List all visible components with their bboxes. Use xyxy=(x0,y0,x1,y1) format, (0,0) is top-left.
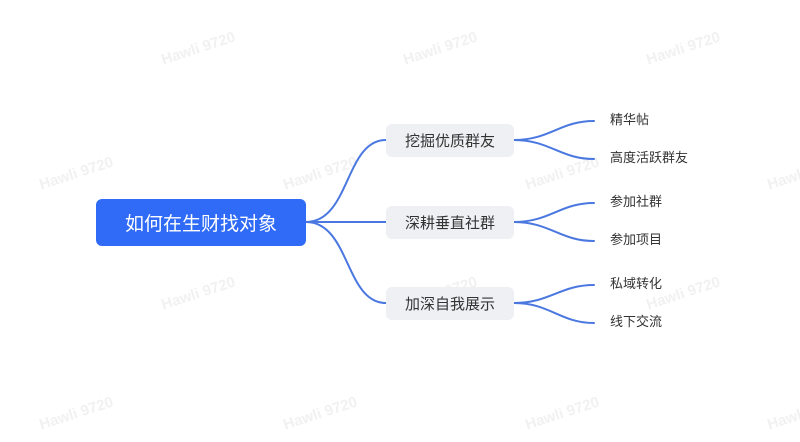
link-branch-2-leaf-2 xyxy=(513,221,595,242)
branch-topic-label: 挖掘优质群友 xyxy=(404,132,495,150)
branch-topic-1[interactable]: 挖掘优质群友 xyxy=(386,124,514,157)
branch-topic-label: 深耕垂直社群 xyxy=(404,214,495,232)
leaf-topic[interactable]: 参加社群 xyxy=(610,195,663,210)
link-branch-2-leaf-1 xyxy=(513,202,595,223)
leaf-topic[interactable]: 线下交流 xyxy=(610,315,663,330)
root-topic[interactable]: 如何在生财找对象 xyxy=(96,199,306,246)
leaf-topic[interactable]: 参加项目 xyxy=(610,233,663,248)
link-branch-1-leaf-2 xyxy=(513,139,595,160)
link-branch-3-leaf-2 xyxy=(513,302,595,324)
root-topic-label: 如何在生财找对象 xyxy=(124,213,277,235)
leaf-topic[interactable]: 高度活跃群友 xyxy=(610,151,689,166)
link-branch-3-leaf-1 xyxy=(513,284,595,304)
leaf-topic[interactable]: 私域转化 xyxy=(610,277,663,292)
branch-topic-label: 加深自我展示 xyxy=(404,295,495,313)
link-root-branch-1 xyxy=(305,139,387,223)
branch-topic-2[interactable]: 深耕垂直社群 xyxy=(386,206,514,239)
link-root-branch-3 xyxy=(305,221,387,304)
link-branch-1-leaf-1 xyxy=(513,120,595,141)
branch-topic-3[interactable]: 加深自我展示 xyxy=(386,287,514,320)
leaf-topic[interactable]: 精华帖 xyxy=(610,113,650,128)
